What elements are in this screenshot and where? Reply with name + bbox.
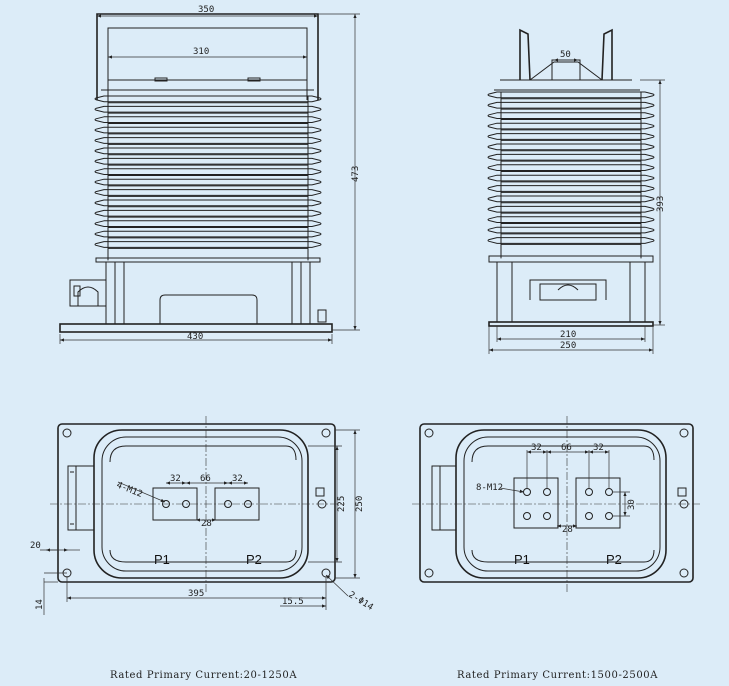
dim-r-66: 66 xyxy=(561,443,572,453)
caption-right: Rated Primary Current:1500-2500A xyxy=(457,670,658,681)
side-view: 50 393 210 250 xyxy=(487,28,666,354)
dim-r-32a: 32 xyxy=(531,443,542,453)
dim-l-14: 14 xyxy=(35,599,45,610)
dim-l-32a: 32 xyxy=(170,474,181,484)
rib-core xyxy=(107,96,309,261)
rib xyxy=(94,178,322,186)
dim-side-height: 393 xyxy=(656,196,666,212)
label-l-mount: 2-Φ14 xyxy=(346,590,374,613)
dim-bracket: 50 xyxy=(560,50,571,60)
dim-l-15-5: 15.5 xyxy=(282,597,304,607)
plan-view-left: 32 66 32 4-M12 28 P1 P2 225 250 20 14 39… xyxy=(30,416,375,681)
label-l-holes: 4-M12 xyxy=(115,481,144,500)
rib xyxy=(94,241,322,248)
rib xyxy=(487,143,655,151)
rib xyxy=(94,105,322,113)
rib xyxy=(94,137,322,144)
rib xyxy=(487,101,655,109)
plan-view-right: 32 66 32 8-M12 28 30 P1 P2 Rated Primary… xyxy=(412,416,702,681)
rib xyxy=(94,116,322,124)
dim-top-outer: 350 xyxy=(198,5,214,15)
rib xyxy=(487,153,655,161)
rib xyxy=(487,185,655,192)
rib xyxy=(94,168,322,176)
rib xyxy=(94,199,322,207)
rib xyxy=(487,195,655,203)
dim-l-66: 66 xyxy=(200,474,211,484)
rib xyxy=(487,205,655,213)
rib xyxy=(487,226,655,234)
dim-l-250: 250 xyxy=(355,496,365,512)
rib xyxy=(94,147,322,155)
dim-l-225: 225 xyxy=(337,496,347,512)
rib xyxy=(487,174,655,182)
dim-outer-base: 250 xyxy=(560,341,576,351)
dim-r-28: 28 xyxy=(562,525,573,535)
terminal-l-p1: P1 xyxy=(154,552,170,567)
dim-front-height: 473 xyxy=(351,166,361,182)
dim-r-32b: 32 xyxy=(593,443,604,453)
dim-inner-base: 210 xyxy=(560,330,576,340)
side-insulation-ribs xyxy=(487,91,655,259)
rib xyxy=(94,189,322,196)
dim-base-length: 430 xyxy=(187,332,203,342)
rib xyxy=(487,164,655,172)
dim-l-395: 395 xyxy=(188,589,204,599)
caption-left: Rated Primary Current:20-1250A xyxy=(110,670,297,681)
dim-top-inner: 310 xyxy=(193,47,209,57)
rib xyxy=(94,157,322,165)
terminal-r-p1: P1 xyxy=(514,552,530,567)
dim-l-28: 28 xyxy=(201,519,212,529)
dim-l-32b: 32 xyxy=(232,474,243,484)
rib xyxy=(487,133,655,140)
rib xyxy=(94,230,322,238)
front-insulation-ribs xyxy=(94,95,322,261)
terminal-l-p2: P2 xyxy=(246,552,262,567)
rib xyxy=(94,209,322,217)
terminal-r-p2: P2 xyxy=(606,552,622,567)
rib xyxy=(94,95,322,103)
rib xyxy=(487,216,655,224)
rib xyxy=(487,237,655,244)
rib xyxy=(94,220,322,228)
rib xyxy=(487,112,655,120)
rib xyxy=(94,126,322,134)
rib xyxy=(487,91,655,99)
dim-r-30: 30 xyxy=(627,499,637,510)
label-r-holes: 8-M12 xyxy=(476,483,503,493)
rib xyxy=(487,122,655,130)
front-view: 350 310 473 430 xyxy=(59,5,361,344)
dim-l-20: 20 xyxy=(30,541,41,551)
